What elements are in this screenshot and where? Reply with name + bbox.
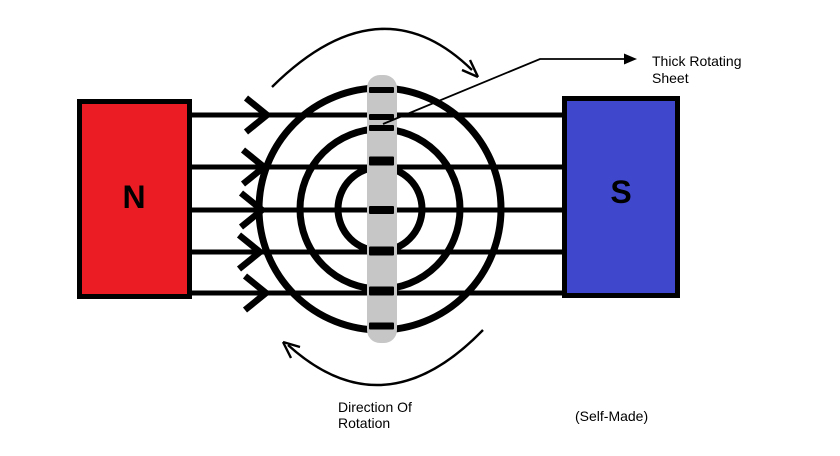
rotation-arrow-top — [271, 27, 480, 88]
south-pole-label: S — [610, 174, 631, 210]
rotation-arc-bottom — [287, 329, 484, 387]
credit-label: (Self-Made) — [575, 408, 648, 424]
text-labels: Thick Rotating Sheet Direction Of Rotati… — [338, 53, 741, 431]
north-magnet: N — [77, 99, 192, 299]
south-magnet: S — [562, 96, 680, 298]
sheet-dash — [369, 156, 394, 166]
rotation-arrowhead-icon — [282, 340, 301, 349]
sheet-dash — [369, 286, 394, 296]
north-pole-label: N — [122, 179, 145, 215]
south-magnet-body — [562, 96, 680, 298]
rotation-arrowhead-icon — [468, 59, 480, 78]
field-arrowhead-icon — [242, 273, 272, 313]
rotation-label-line2: Rotation — [338, 415, 390, 431]
field-arrowhead-icon — [243, 95, 273, 135]
sheet-pointer-line — [382, 58, 626, 125]
sheet-dash — [369, 322, 394, 330]
sheet-dash — [369, 114, 394, 120]
north-magnet-body — [77, 99, 192, 299]
rotation-arc-top — [271, 27, 473, 88]
rotation-arrowhead-icon — [461, 68, 479, 79]
arrowhead-icon — [624, 53, 637, 65]
sheet-label-line1: Thick Rotating — [652, 53, 741, 69]
field-line-arrowheads — [236, 95, 273, 313]
field-arrowhead-icon — [236, 232, 266, 272]
sheet-dashes — [369, 87, 394, 330]
sheet-pointer-arrow — [382, 53, 637, 125]
sheet-dash — [369, 246, 394, 256]
sheet-dash — [369, 206, 394, 214]
rotation-arrow-bottom — [281, 329, 484, 387]
rotation-label-line1: Direction Of — [338, 399, 412, 415]
rotation-arrowhead-icon — [281, 341, 293, 359]
sheet-dash — [369, 87, 394, 93]
sheet-dash — [369, 125, 394, 131]
sheet-label-line2: Sheet — [652, 70, 689, 86]
